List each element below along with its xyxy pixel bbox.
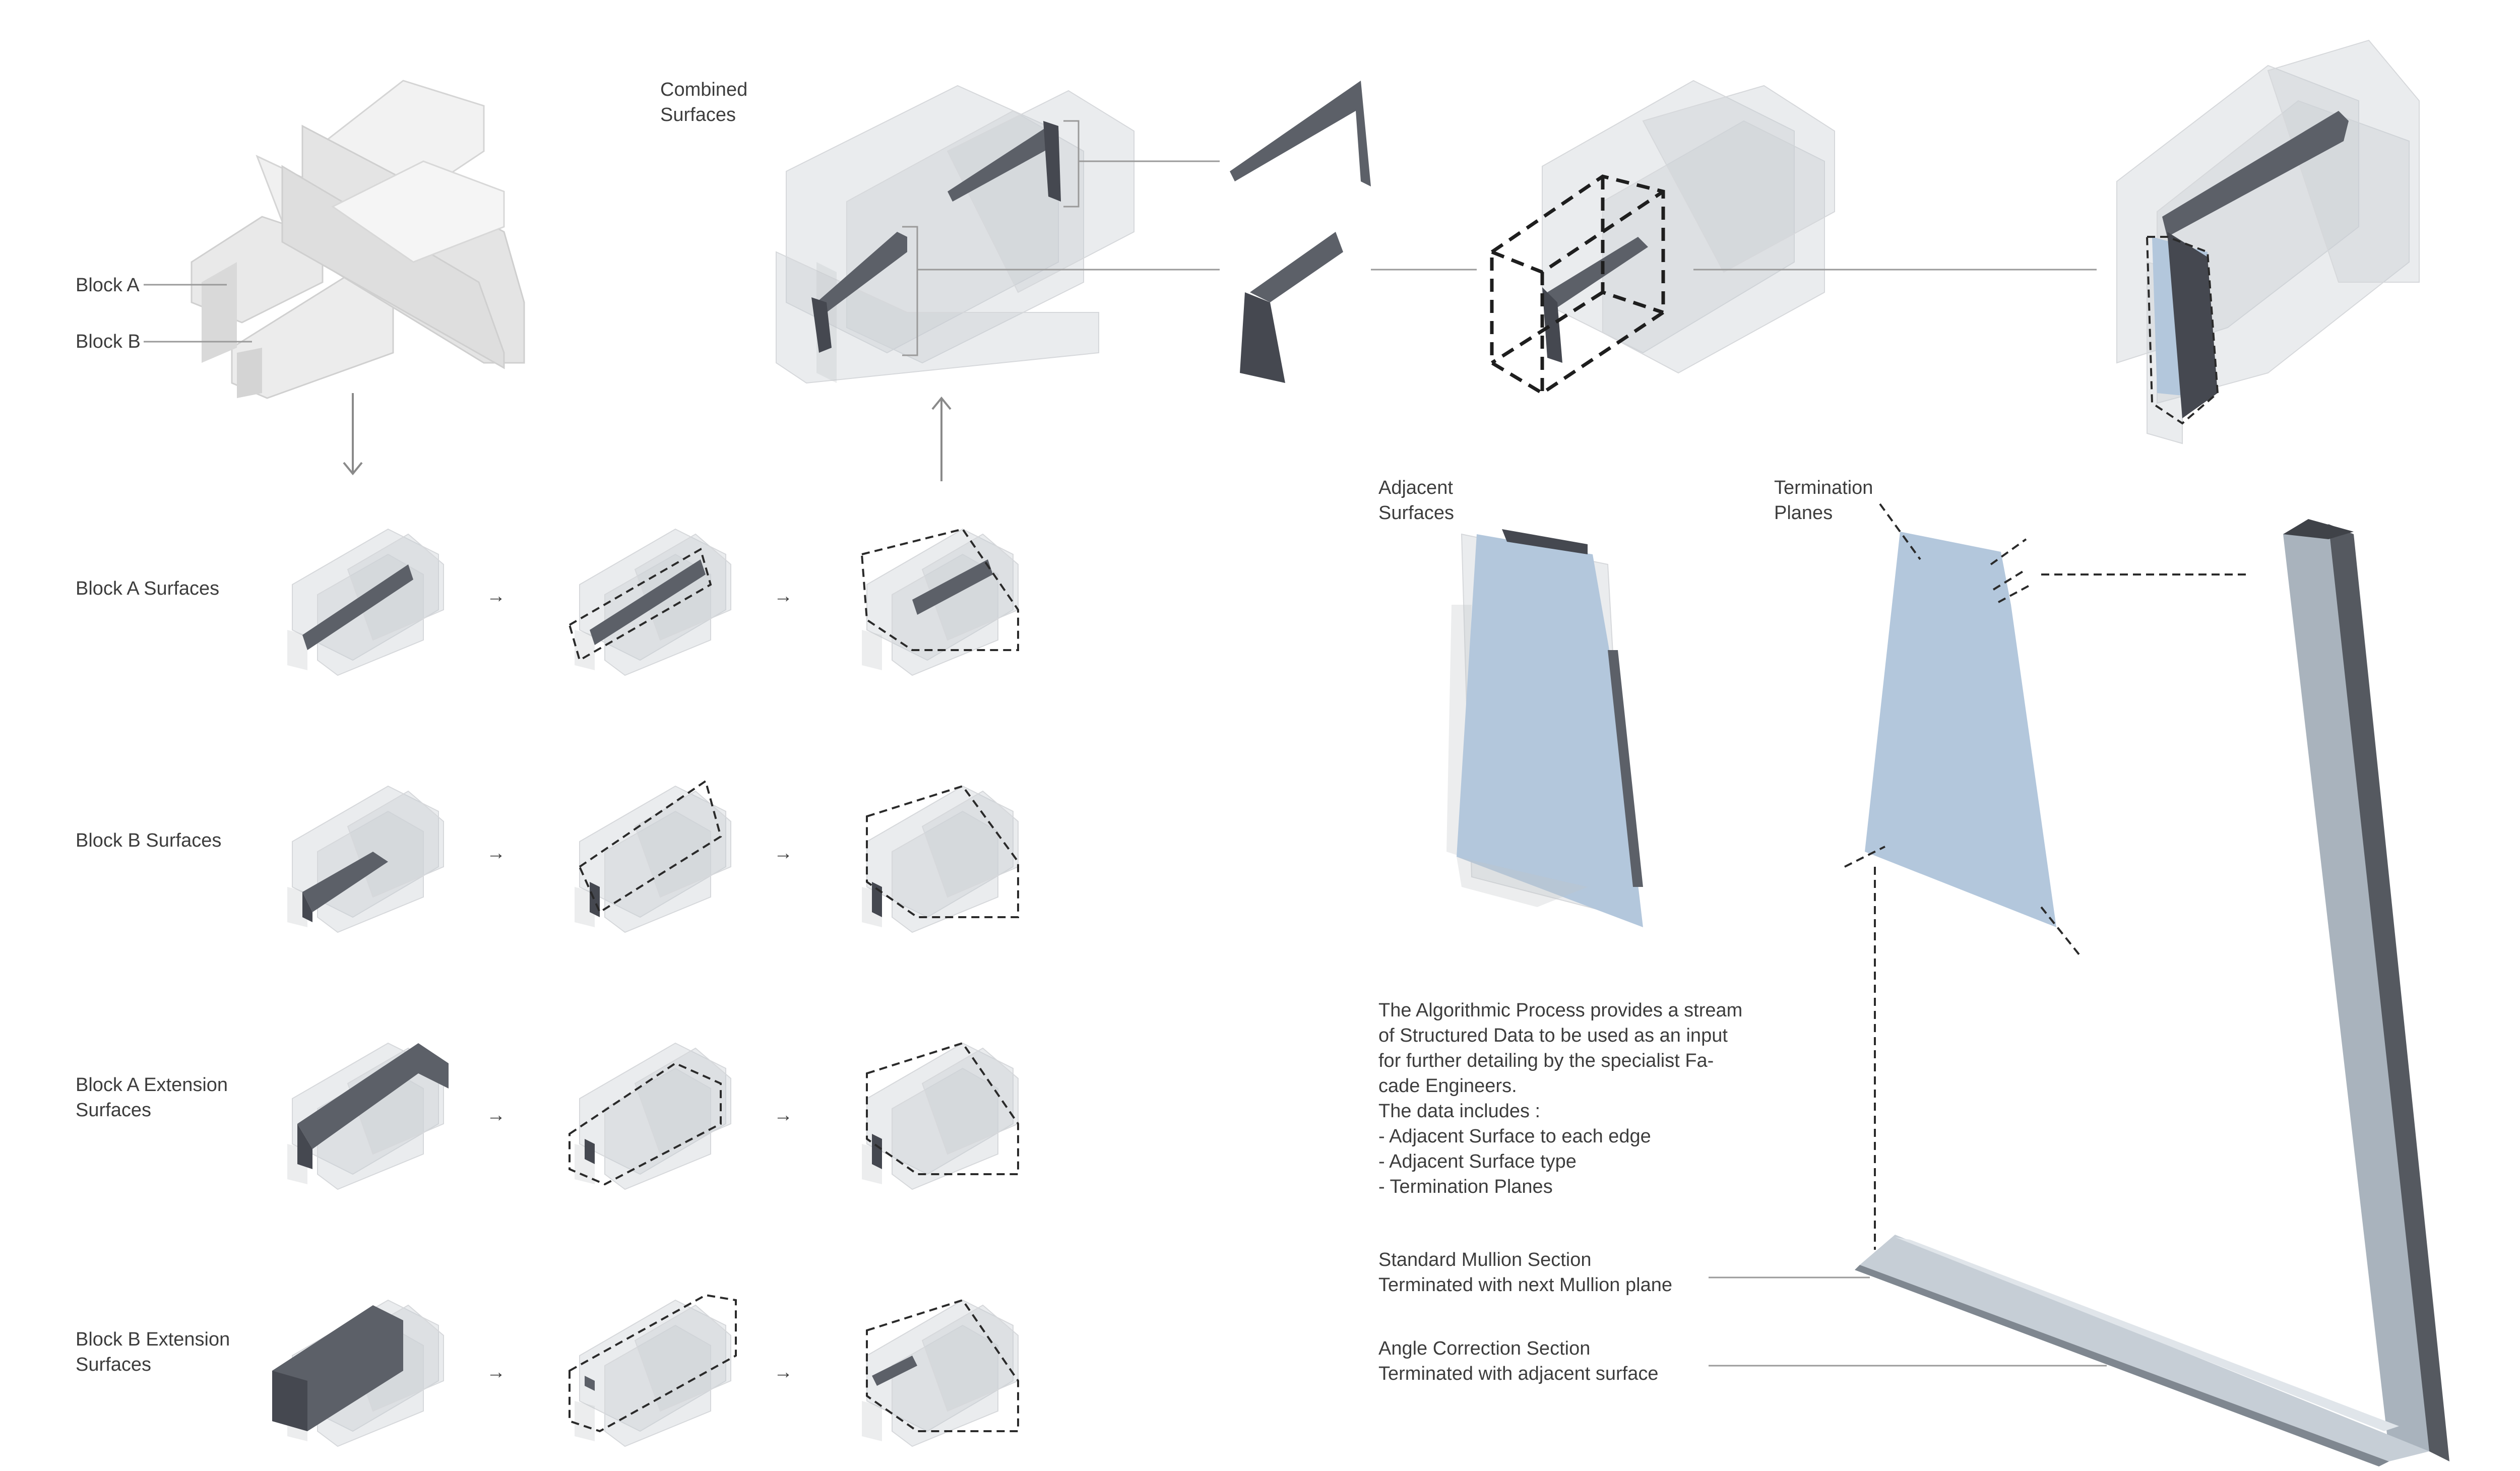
description-line: - Termination Planes <box>1378 1176 1553 1197</box>
termination-planes-panel <box>1844 503 2083 958</box>
row-3-step-2 <box>569 1043 731 1190</box>
description-line: - Adjacent Surface type <box>1378 1151 1577 1172</box>
angle-correction-label-2: Terminated with adjacent surface <box>1378 1363 1659 1384</box>
block-a-label: Block A <box>76 275 140 296</box>
description-line: of Structured Data to be used as an inpu… <box>1378 1025 1728 1046</box>
row-2-step-1 <box>287 786 444 933</box>
up-arrow-icon <box>931 396 952 481</box>
arrow-right-icon: → <box>486 843 506 864</box>
row-4-step-3 <box>861 1299 1019 1447</box>
step-arrows: → → → → → → → → <box>486 586 793 1383</box>
bracket-lower <box>902 226 918 356</box>
combined-surfaces-model <box>776 85 1135 384</box>
angle-correction-label-1: Angle Correction Section <box>1378 1338 1590 1359</box>
standard-mullion-label-2: Terminated with next Mullion plane <box>1378 1274 1672 1296</box>
arrow-right-icon: → <box>486 1105 506 1126</box>
extracted-surface-lower <box>1240 232 1343 383</box>
row-label-block-b-ext-2: Surfaces <box>76 1354 151 1375</box>
row-1-step-1 <box>287 529 444 676</box>
description-line: for further detailing by the specialist … <box>1378 1050 1714 1071</box>
combined-label-1: Combined <box>660 79 747 100</box>
arrow-right-icon: → <box>774 1362 793 1383</box>
description-line: The Algorithmic Process provides a strea… <box>1378 1000 1742 1021</box>
row-1-step-2 <box>568 529 731 676</box>
description-line: cade Engineers. <box>1378 1075 1517 1097</box>
description-line: The data includes : <box>1378 1101 1540 1122</box>
description-line: - Adjacent Surface to each edge <box>1378 1126 1651 1147</box>
row-4-step-2 <box>569 1294 737 1447</box>
adjacent-label-2: Surfaces <box>1378 502 1454 524</box>
massing-model <box>191 80 525 399</box>
termination-label-2: Planes <box>1774 502 1833 524</box>
termination-label-1: Termination <box>1774 477 1873 498</box>
row-2-step-2 <box>574 779 731 933</box>
arrow-right-icon: → <box>774 843 793 864</box>
arrow-right-icon: → <box>486 586 506 607</box>
row-4-step-1 <box>272 1300 444 1447</box>
down-arrow-icon <box>343 393 363 476</box>
standard-mullion-label-1: Standard Mullion Section <box>1378 1249 1591 1270</box>
row-label-block-a: Block A Surfaces <box>76 578 219 599</box>
row-label-block-a-ext-1: Block A Extension <box>76 1074 228 1096</box>
adjacent-surfaces-panel <box>1446 529 1643 927</box>
row-1-step-3 <box>860 528 1019 676</box>
assembled-mullion-model <box>2116 39 2420 444</box>
row-label-block-a-ext-2: Surfaces <box>76 1100 151 1121</box>
mullion-frame <box>1855 519 2449 1466</box>
arrow-right-icon: → <box>774 586 793 607</box>
arrow-right-icon: → <box>774 1105 793 1126</box>
combined-label-2: Surfaces <box>660 104 736 125</box>
bracket-upper <box>1063 120 1080 208</box>
adjacent-label-1: Adjacent <box>1378 477 1453 498</box>
row-3-step-3 <box>861 1042 1019 1190</box>
row-label-block-b: Block B Surfaces <box>76 830 221 851</box>
row-2-step-3 <box>861 785 1019 933</box>
arrow-right-icon: → <box>486 1362 506 1383</box>
bounding-box-model <box>1490 80 1835 396</box>
row-3-step-1 <box>287 1043 449 1190</box>
row-label-block-b-ext-1: Block B Extension <box>76 1329 230 1350</box>
description-block: The Algorithmic Process provides a strea… <box>1378 1000 1742 1197</box>
extracted-surface-upper <box>1230 81 1371 186</box>
block-b-label: Block B <box>76 331 141 352</box>
